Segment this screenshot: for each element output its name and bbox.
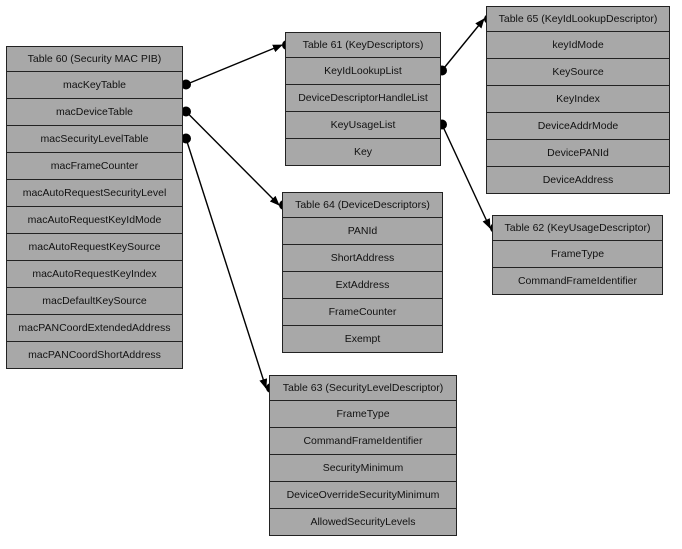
field-Exempt: Exempt [283, 325, 442, 352]
link-arrow-macDeviceTable-to-t64 [185, 111, 280, 206]
table-62-title: Table 62 (KeyUsageDescriptor) [504, 222, 651, 234]
field-macPANCoordShortAddress: macPANCoordShortAddress [7, 341, 182, 368]
table-60-title: Table 60 (Security MAC PIB) [27, 53, 162, 65]
field-Key: Key [286, 138, 440, 165]
field-KeyUsageList: KeyUsageList [286, 111, 440, 138]
field-macFrameCounter: macFrameCounter [7, 152, 182, 179]
field-KeyIndex: KeyIndex [487, 85, 669, 112]
table-62-key-usage-descriptor: Table 62 (KeyUsageDescriptor) FrameType … [492, 215, 663, 295]
field-KeySource: KeySource [487, 58, 669, 85]
field-DevicePANId: DevicePANId [487, 139, 669, 166]
link-source-dot-macSecurityLevelTable [181, 133, 191, 144]
link-arrow-KeyIdLookupList-to-t65 [441, 18, 485, 71]
field-macAutoRequestKeySource: macAutoRequestKeySource [7, 233, 182, 260]
field-macKeyTable: macKeyTable [7, 71, 182, 98]
table-63-security-level-descriptor: Table 63 (SecurityLevelDescriptor) Frame… [269, 375, 457, 536]
field-AllowedSecurityLevels: AllowedSecurityLevels [270, 508, 456, 535]
field-macAutoRequestSecurityLevel: macAutoRequestSecurityLevel [7, 179, 182, 206]
field-CommandFrameIdentifier: CommandFrameIdentifier [493, 267, 662, 294]
link-source-dot-macKeyTable [181, 79, 191, 90]
field-FrameType: FrameType [270, 400, 456, 427]
table-61-title: Table 61 (KeyDescriptors) [302, 39, 424, 51]
table-65-keyid-lookup-descriptor: Table 65 (KeyIdLookupDescriptor) keyIdMo… [486, 6, 670, 194]
field-KeyIdLookupList: KeyIdLookupList [286, 57, 440, 84]
field-DeviceAddrMode: DeviceAddrMode [487, 112, 669, 139]
field-macAutoRequestKeyIndex: macAutoRequestKeyIndex [7, 260, 182, 287]
link-arrow-macKeyTable-to-t61 [185, 44, 283, 86]
field-macDeviceTable: macDeviceTable [7, 98, 182, 125]
table-63-title: Table 63 (SecurityLevelDescriptor) [282, 382, 444, 394]
table-60-security-mac-pib: Table 60 (Security MAC PIB) macKeyTable … [6, 46, 183, 369]
field-DeviceDescriptorHandleList: DeviceDescriptorHandleList [286, 84, 440, 111]
link-arrow-macSecurityLevelTable-to-t63 [185, 138, 268, 389]
field-FrameCounter: FrameCounter [283, 298, 442, 325]
field-FrameType: FrameType [493, 240, 662, 267]
table-65-title: Table 65 (KeyIdLookupDescriptor) [498, 13, 658, 25]
table-61-key-descriptors: Table 61 (KeyDescriptors) KeyIdLookupLis… [285, 32, 441, 166]
field-DeviceOverrideSecurityMinimum: DeviceOverrideSecurityMinimum [270, 481, 456, 508]
table-64-device-descriptors: Table 64 (DeviceDescriptors) PANId Short… [282, 192, 443, 353]
table-64-title: Table 64 (DeviceDescriptors) [295, 199, 430, 211]
field-macDefaultKeySource: macDefaultKeySource [7, 287, 182, 314]
field-SecurityMinimum: SecurityMinimum [270, 454, 456, 481]
link-arrow-KeyUsageList-to-t62 [441, 124, 491, 229]
field-ShortAddress: ShortAddress [283, 244, 442, 271]
field-macSecurityLevelTable: macSecurityLevelTable [7, 125, 182, 152]
field-macAutoRequestKeyIdMode: macAutoRequestKeyIdMode [7, 206, 182, 233]
field-keyIdMode: keyIdMode [487, 31, 669, 58]
link-source-dot-macDeviceTable [181, 106, 191, 117]
field-PANId: PANId [283, 217, 442, 244]
field-macPANCoordExtendedAddress: macPANCoordExtendedAddress [7, 314, 182, 341]
field-CommandFrameIdentifier: CommandFrameIdentifier [270, 427, 456, 454]
field-ExtAddress: ExtAddress [283, 271, 442, 298]
field-DeviceAddress: DeviceAddress [487, 166, 669, 193]
